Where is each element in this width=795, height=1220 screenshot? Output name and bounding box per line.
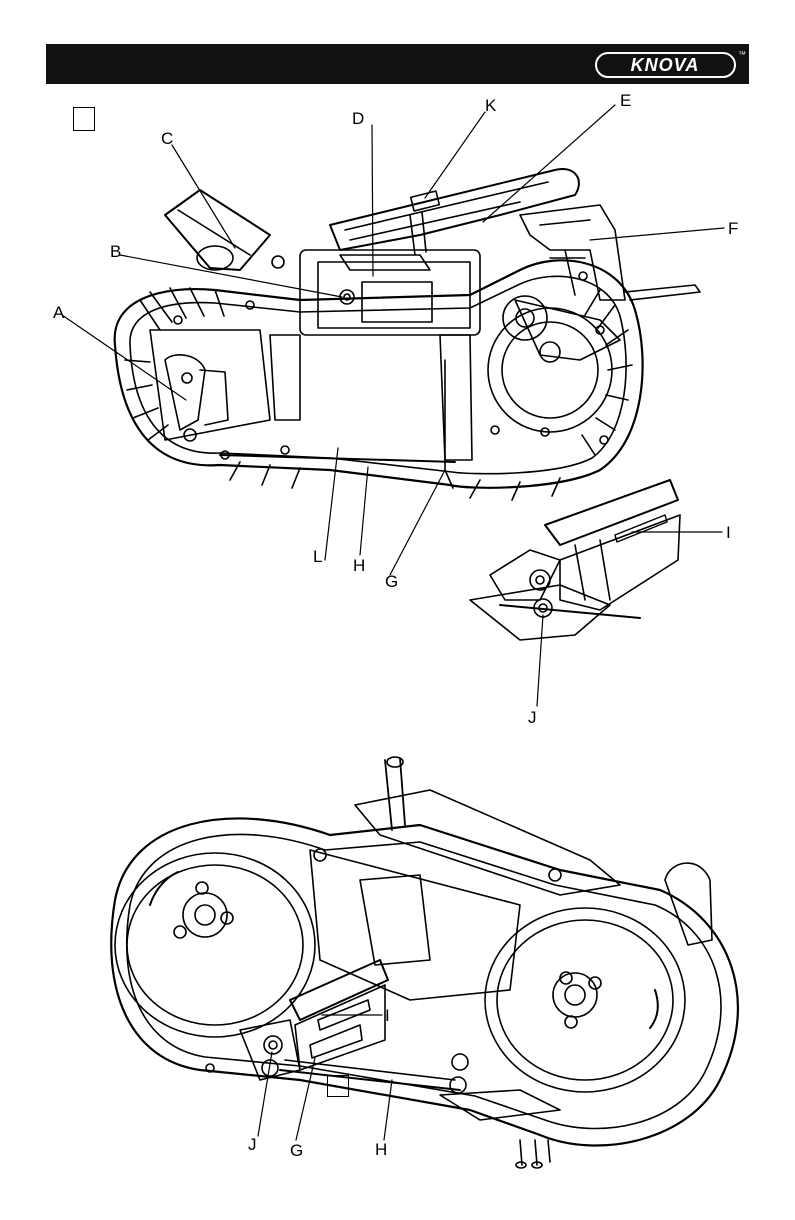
bandsaw-top-view (62, 105, 724, 575)
callout-label-b: B (110, 243, 121, 260)
bandsaw-bottom-view (111, 757, 738, 1168)
callout-label-h: H (353, 557, 365, 574)
callout-label-a: A (53, 304, 64, 321)
callout-label-j-bottom: J (248, 1136, 257, 1153)
callout-label-f: F (728, 220, 738, 237)
callout-label-k: K (485, 97, 496, 114)
callout-label-l: L (313, 548, 322, 565)
callout-label-h-bottom: H (375, 1141, 387, 1158)
callout-label-j: J (528, 709, 537, 726)
callout-label-g: G (385, 573, 398, 590)
blade-guide-detail (470, 480, 722, 706)
callout-label-e: E (620, 92, 631, 109)
callout-label-i-bottom: I (385, 1007, 390, 1024)
callout-label-g-bottom: G (290, 1142, 303, 1159)
callout-label-d: D (352, 110, 364, 127)
callout-label-i: I (726, 524, 731, 541)
callout-label-c: C (161, 130, 173, 147)
